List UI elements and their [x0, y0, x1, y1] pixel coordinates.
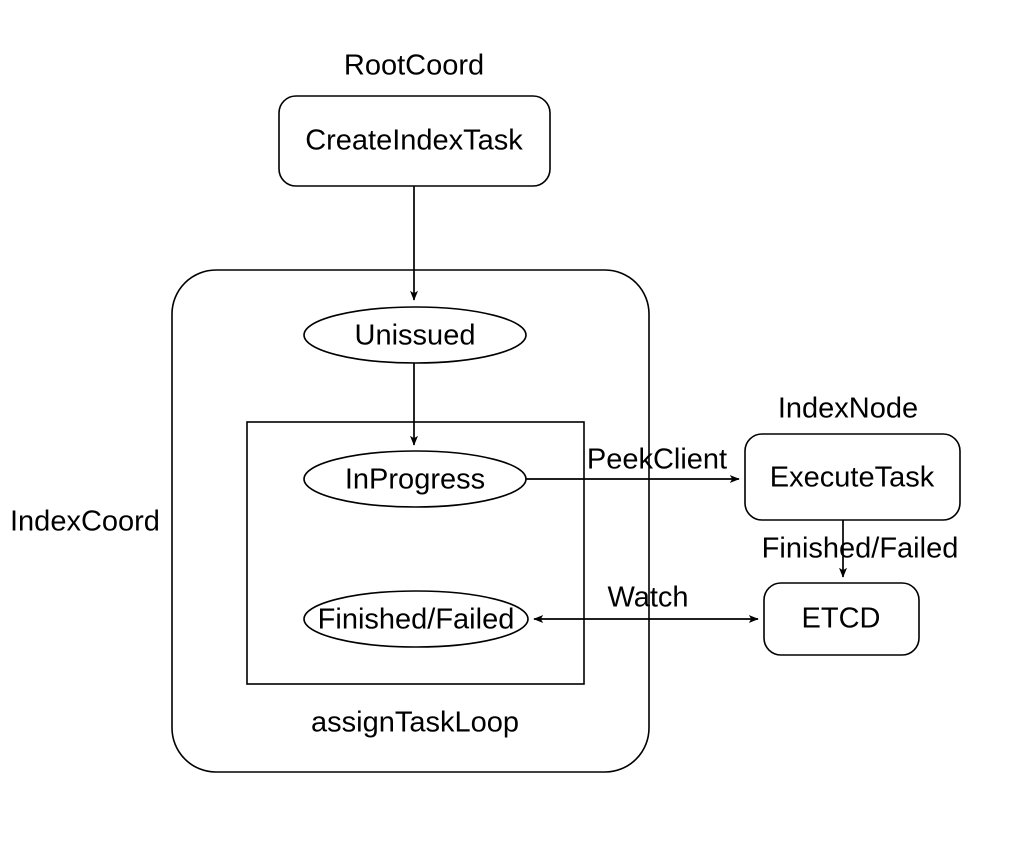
group-label-index-node: IndexNode	[778, 393, 918, 425]
node-label-execute-task: ExecuteTask	[770, 462, 935, 494]
edge-label-watch: Watch	[607, 582, 688, 614]
node-label-create-index-task: CreateIndexTask	[305, 125, 523, 157]
node-shape-etcd	[763, 582, 920, 656]
node-create-index-task[interactable]: CreateIndexTask	[278, 95, 551, 187]
group-label-root-coord: RootCoord	[344, 50, 484, 82]
group-label-index-coord: IndexCoord	[10, 506, 160, 538]
node-label-in-progress: InProgress	[345, 464, 485, 496]
node-finished-failed[interactable]: Finished/Failed	[303, 590, 529, 648]
node-shape-in-progress	[303, 450, 527, 508]
node-execute-task[interactable]: ExecuteTask	[744, 433, 961, 521]
node-label-finished-failed: Finished/Failed	[318, 604, 515, 636]
node-unissued[interactable]: Unissued	[303, 306, 527, 364]
group-assign-task-loop	[246, 421, 585, 685]
node-shape-finished-failed	[303, 590, 529, 648]
group-index-coord	[171, 269, 650, 773]
node-label-unissued: Unissued	[355, 320, 476, 352]
node-label-etcd: ETCD	[802, 603, 881, 635]
group-label-assign-task-loop: assignTaskLoop	[311, 707, 519, 739]
node-shape-execute-task	[744, 433, 961, 521]
node-etcd[interactable]: ETCD	[763, 582, 920, 656]
edge-label-finished-failed: Finished/Failed	[762, 533, 959, 565]
node-in-progress[interactable]: InProgress	[303, 450, 527, 508]
node-shape-create-index-task	[278, 95, 551, 187]
edge-label-peek-client: PeekClient	[587, 444, 727, 476]
node-shape-unissued	[303, 306, 527, 364]
